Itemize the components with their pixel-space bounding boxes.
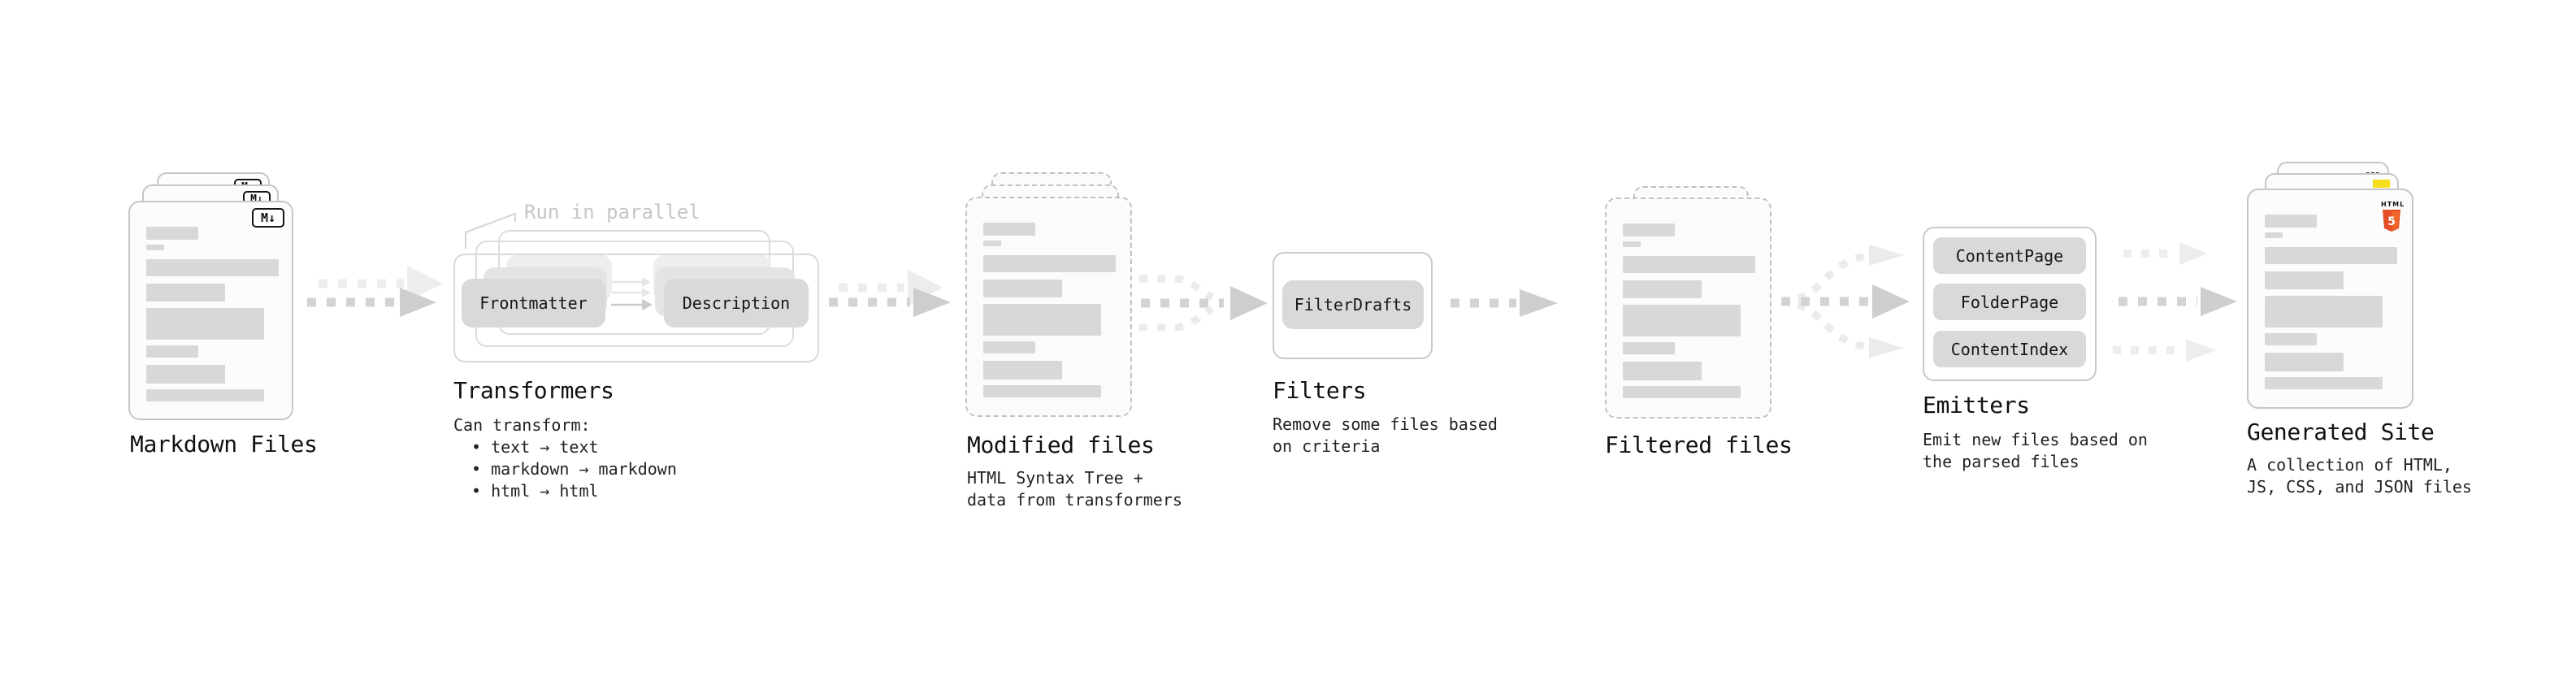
- js-icon: [2373, 180, 2390, 188]
- placeholder-bar: [983, 255, 1116, 272]
- placeholder-bar: [2265, 353, 2344, 371]
- placeholder-bar: [2265, 377, 2383, 389]
- stage-label-modified-files: Modified files: [967, 432, 1155, 458]
- placeholder-bar: [983, 341, 1035, 354]
- bullet-item: • html → html: [471, 481, 599, 501]
- transform-arrow-icon: [611, 277, 653, 310]
- placeholder-bar: [146, 227, 198, 240]
- placeholder-bar: [2265, 232, 2283, 238]
- stage-description-filters: Remove some files based on criteria: [1273, 414, 1498, 458]
- placeholder-bar: [983, 385, 1101, 397]
- placeholder-bar: [2265, 215, 2317, 228]
- description-line: on criteria: [1273, 436, 1381, 456]
- stage-label-filtered-files: Filtered files: [1605, 432, 1793, 458]
- emitter-content-index-button: ContentIndex: [1933, 331, 2086, 367]
- stage-label-transformers: Transformers: [453, 377, 614, 404]
- emitter-content-page-button: ContentPage: [1933, 237, 2086, 274]
- stage-label-markdown-files: Markdown Files: [130, 431, 318, 458]
- document-card: [1605, 197, 1772, 419]
- description-line: A collection of HTML,: [2247, 455, 2452, 475]
- document-card: M↓: [128, 201, 293, 420]
- placeholder-bar: [146, 365, 225, 384]
- arrow-filtered-to-emitters: [1781, 245, 1910, 358]
- description-line: the parsed files: [1923, 452, 2079, 471]
- description-line: HTML Syntax Tree +: [967, 468, 1143, 488]
- placeholder-bar: [983, 304, 1101, 336]
- transformer-description-button: Description: [664, 279, 809, 327]
- description-line: Emit new files based on: [1923, 430, 2148, 449]
- placeholder-bar: [983, 361, 1062, 380]
- filter-drafts-button: FilterDrafts: [1282, 280, 1424, 329]
- placeholder-bar: [146, 284, 225, 301]
- placeholder-bar: [1623, 305, 1741, 336]
- placeholder-bar: [1623, 342, 1675, 354]
- stage-description-modified: HTML Syntax Tree + data from transformer…: [967, 467, 1182, 511]
- placeholder-bar: [1623, 223, 1675, 236]
- stage-description-emitters: Emit new files based on the parsed files: [1923, 429, 2148, 473]
- html5-number: 5: [2387, 215, 2396, 228]
- placeholder-bar: [983, 241, 1001, 246]
- stage-description-transformers: Can transform: • text → text • markdown …: [453, 414, 677, 502]
- arrow-emitters-to-generated: [2113, 242, 2237, 362]
- document-content-placeholder: [1623, 223, 1768, 415]
- parallel-layer-box-front: [453, 254, 819, 362]
- placeholder-bar: [2265, 247, 2397, 264]
- placeholder-bar: [146, 345, 198, 358]
- placeholder-bar: [146, 259, 279, 276]
- html5-shield: 5: [2383, 210, 2400, 232]
- placeholder-bar: [2265, 296, 2383, 327]
- annotation-leader-line: [465, 212, 516, 249]
- placeholder-bar: [146, 308, 264, 340]
- stage-label-emitters: Emitters: [1923, 392, 2030, 419]
- placeholder-bar: [146, 245, 164, 250]
- placeholder-bar: [1623, 280, 1702, 298]
- html5-icon: HTML 5: [2381, 194, 2405, 232]
- emitter-folder-page-button: FolderPage: [1933, 284, 2086, 320]
- placeholder-bar: [1623, 362, 1702, 380]
- placeholder-bar: [1623, 256, 1755, 273]
- placeholder-bar: [2265, 271, 2344, 289]
- document-card: [965, 197, 1132, 417]
- placeholder-bar: [146, 389, 264, 401]
- run-in-parallel-annotation: Run in parallel: [524, 201, 700, 223]
- placeholder-bar: [1623, 241, 1641, 247]
- document-content-placeholder: [146, 227, 290, 417]
- document-content-placeholder: [2265, 215, 2410, 406]
- arrow-filters-to-filtered: [1451, 289, 1558, 317]
- arrow-modified-to-filters: [1139, 275, 1268, 332]
- description-line: JS, CSS, and JSON files: [2247, 477, 2472, 497]
- html5-icon-label: HTML: [2381, 201, 2405, 208]
- placeholder-bar: [983, 223, 1035, 236]
- document-card: HTML 5: [2247, 189, 2413, 409]
- placeholder-bar: [2265, 333, 2317, 345]
- markdown-icon: M↓: [252, 208, 284, 228]
- stage-label-generated-site: Generated Site: [2247, 419, 2435, 445]
- arrow-transformers-to-modified: [829, 270, 951, 317]
- stage-label-filters: Filters: [1273, 377, 1367, 404]
- stage-description-generated: A collection of HTML, JS, CSS, and JSON …: [2247, 454, 2472, 498]
- bullet-item: • text → text: [471, 437, 599, 457]
- description-line: Remove some files based: [1273, 414, 1498, 434]
- arrow-markdown-to-transformers: [307, 266, 443, 317]
- document-content-placeholder: [983, 223, 1129, 414]
- placeholder-bar: [1623, 386, 1741, 398]
- description-line: data from transformers: [967, 490, 1182, 510]
- bullet-item: • markdown → markdown: [471, 459, 677, 479]
- placeholder-bar: [983, 280, 1062, 297]
- can-transform-line: Can transform:: [453, 415, 591, 435]
- transformer-frontmatter-button: Frontmatter: [462, 279, 605, 327]
